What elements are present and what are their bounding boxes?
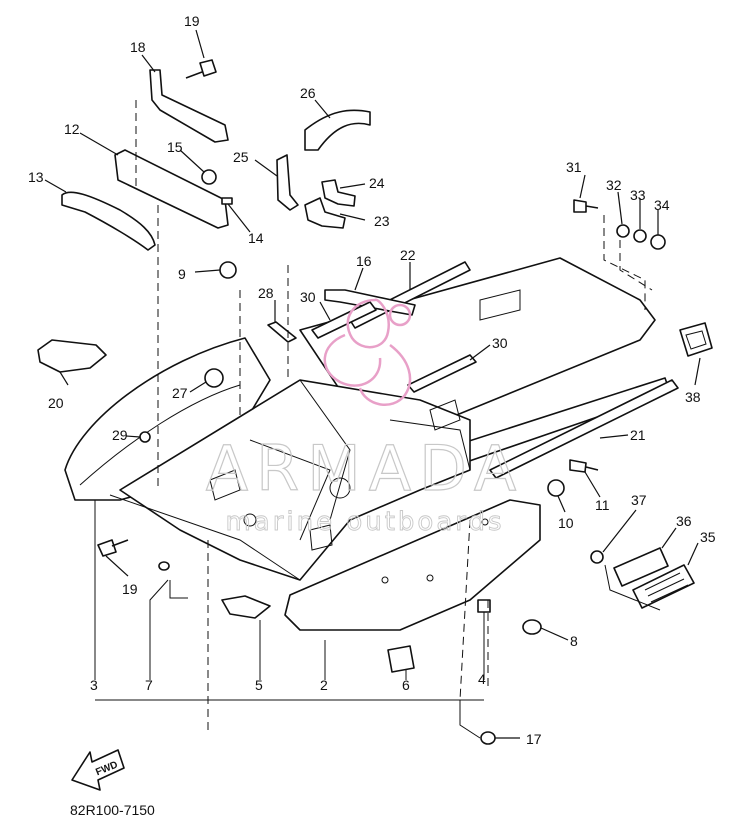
part-25-pin	[276, 154, 299, 211]
callout-6: 6	[402, 677, 410, 693]
callout-29: 29	[112, 427, 128, 443]
part-21-rail	[489, 379, 679, 479]
part-37-nut	[590, 550, 604, 564]
part-17-cap	[480, 731, 496, 745]
part-34-washer	[650, 234, 666, 250]
callout-26: 26	[300, 85, 316, 101]
part-4-standoff	[477, 599, 491, 613]
part-13-handle	[61, 191, 156, 251]
part-12-plate	[114, 149, 229, 229]
callout-9: 9	[178, 266, 186, 282]
part-10-washer	[547, 479, 565, 497]
leader-lines	[94, 100, 661, 739]
callout-22: 22	[400, 247, 416, 263]
watermark-logo	[323, 298, 412, 406]
callout-19-low: 19	[122, 581, 138, 597]
part-19-bolt-top	[185, 59, 217, 79]
callout-14: 14	[248, 230, 264, 246]
callout-23: 23	[374, 213, 390, 229]
part-38-plate	[679, 322, 713, 357]
callout-19-top: 19	[184, 13, 200, 29]
callout-27: 27	[172, 385, 188, 401]
callout-24: 24	[369, 175, 385, 191]
part-7-plug	[158, 561, 170, 571]
part-8-plug	[522, 619, 542, 635]
part-19-bolt-low	[97, 539, 129, 557]
callout-36: 36	[676, 513, 692, 529]
callout-34: 34	[654, 197, 670, 213]
part-29-screw	[139, 431, 151, 443]
part-31-bolt	[573, 199, 599, 213]
part-23-clip	[304, 197, 346, 229]
callout-20: 20	[48, 395, 64, 411]
loose-parts	[37, 59, 713, 745]
part-9-cap	[219, 261, 237, 279]
callout-38: 38	[685, 389, 701, 405]
watermark: ARMADA marine outboards	[205, 298, 524, 537]
callout-2: 2	[320, 677, 328, 693]
callout-11: 11	[595, 497, 610, 513]
callout-12: 12	[64, 121, 80, 137]
callout-33: 33	[630, 187, 646, 203]
part-14-key	[221, 197, 233, 205]
part-22-bar	[349, 261, 471, 329]
callout-25: 25	[233, 149, 249, 165]
callout-8: 8	[570, 633, 578, 649]
callout-15: 15	[167, 139, 183, 155]
part-6-clamp	[387, 645, 415, 673]
callout-10: 10	[558, 515, 574, 531]
part-11-bolt	[569, 459, 599, 473]
callout-3: 3	[90, 677, 98, 693]
callout-4: 4	[478, 671, 486, 687]
part-5-clip	[221, 595, 271, 619]
part-33-washer	[633, 229, 647, 243]
watermark-tagline: marine outboards	[225, 507, 504, 537]
callout-13: 13	[28, 169, 44, 185]
fwd-arrow-icon	[71, 749, 125, 791]
callout-17: 17	[526, 731, 542, 747]
callout-21: 21	[630, 427, 646, 443]
fwd-arrow: FWD	[71, 749, 125, 791]
callout-30-lower: 30	[492, 335, 508, 351]
callout-28: 28	[258, 285, 274, 301]
callout-32: 32	[606, 177, 622, 193]
callout-30-upper: 30	[300, 289, 316, 305]
part-28-pin	[267, 321, 297, 343]
part-26-tube	[304, 109, 371, 151]
part-32-washer	[616, 224, 630, 238]
callout-leaders	[44, 29, 701, 739]
callout-16: 16	[356, 253, 372, 269]
callout-35: 35	[700, 529, 716, 545]
part-24-clip	[321, 179, 356, 207]
part-15-nut	[201, 169, 217, 185]
part-18-bracket	[149, 69, 229, 143]
part-20-cover	[37, 339, 107, 373]
callout-37: 37	[631, 492, 647, 508]
callout-numbers: 19 18 26 12 15 25 31 13 24 32 33 34 23 1…	[28, 13, 716, 747]
callout-31: 31	[566, 159, 582, 175]
callout-5: 5	[255, 677, 263, 693]
watermark-brand: ARMADA	[206, 432, 524, 505]
part-30-bar-b	[407, 354, 477, 393]
callout-18: 18	[130, 39, 146, 55]
callout-7: 7	[145, 677, 153, 693]
part-36-plate	[613, 547, 669, 587]
part-27-washer	[204, 368, 224, 388]
drawing-code: 82R100-7150	[70, 802, 155, 818]
